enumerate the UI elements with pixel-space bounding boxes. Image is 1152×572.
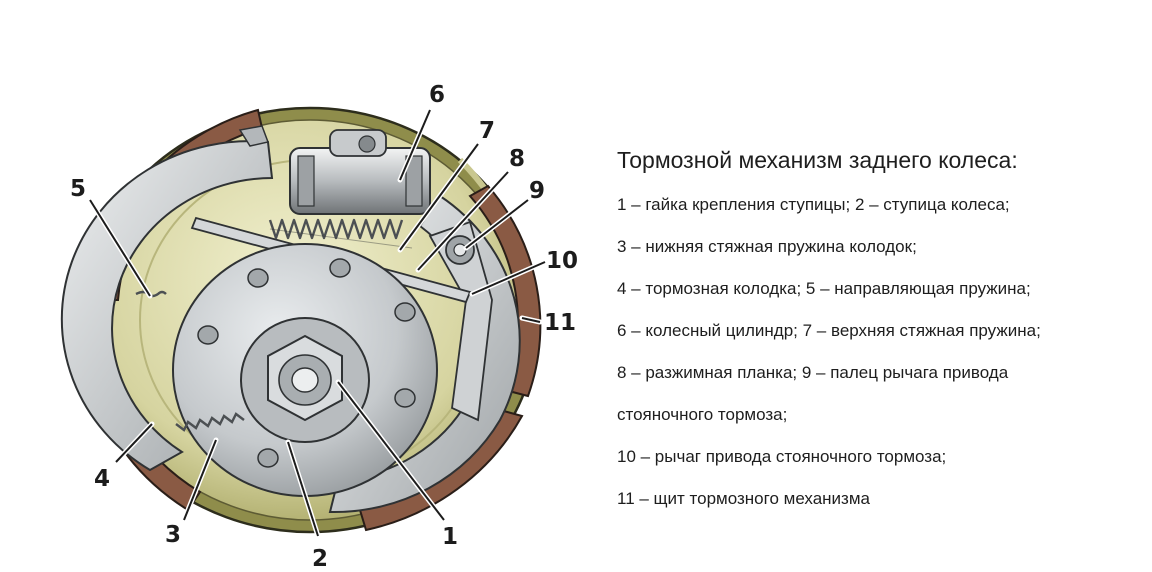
callout-5: 5 — [70, 176, 86, 202]
callout-9: 9 — [529, 178, 545, 204]
legend-line: 11 – щит тормозного механизма — [617, 489, 870, 508]
callout-11: 11 — [544, 310, 576, 336]
legend: Тормозной механизм заднего колеса: 1 – г… — [617, 140, 1137, 520]
callout-1: 1 — [442, 524, 458, 550]
brake-mechanism-diagram: 1 2 3 4 5 6 7 8 9 10 11 — [60, 82, 578, 572]
hub-nut-icon — [267, 334, 343, 422]
legend-line: 1 – гайка крепления ступицы; 2 – ступица… — [617, 195, 1010, 214]
callout-6: 6 — [429, 82, 445, 108]
callout-labels: 1 2 3 4 5 6 7 8 9 10 11 — [70, 82, 578, 572]
legend-line: стояночного тормоза; — [617, 405, 788, 424]
legend-line: 4 – тормозная колодка; 5 – направляющая … — [617, 279, 1031, 298]
legend-list: 1 – гайка крепления ступицы; 2 – ступица… — [617, 184, 1137, 520]
legend-line: 6 – колесный цилиндр; 7 – верхняя стяжна… — [617, 321, 1041, 340]
legend-line: 3 – нижняя стяжная пружина колодок; — [617, 237, 917, 256]
callout-4: 4 — [94, 466, 110, 492]
lower-spring-icon — [175, 412, 245, 432]
leader-lines — [87, 107, 548, 539]
callout-10: 10 — [546, 248, 578, 274]
legend-line: 10 – рычаг привода стояночного тормоза; — [617, 447, 947, 466]
upper-spring-icon — [268, 218, 413, 249]
legend-line: 8 – разжимная планка; 9 – палец рычага п… — [617, 363, 1009, 382]
callout-7: 7 — [479, 118, 495, 144]
callout-3: 3 — [165, 522, 181, 548]
callout-2: 2 — [312, 546, 328, 572]
legend-title: Тормозной механизм заднего колеса: — [617, 147, 1018, 173]
wheel-cylinder-icon — [289, 129, 431, 215]
callout-8: 8 — [509, 146, 525, 172]
